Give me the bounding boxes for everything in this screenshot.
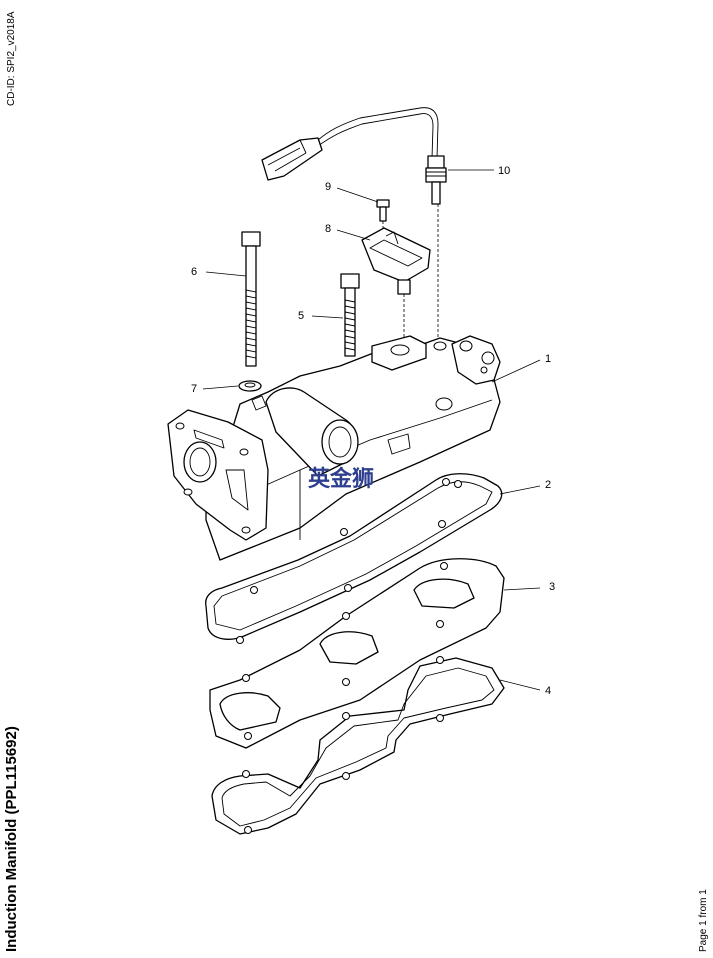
callout-3: 3 <box>503 581 555 593</box>
svg-text:3: 3 <box>549 581 555 593</box>
callout-2: 2 <box>499 479 551 495</box>
svg-text:6: 6 <box>191 266 197 278</box>
callout-10: 10 <box>448 165 510 177</box>
callout-7: 7 <box>191 383 239 395</box>
callout-9: 9 <box>325 181 379 203</box>
svg-text:9: 9 <box>325 181 331 193</box>
svg-text:1: 1 <box>545 353 551 365</box>
part-7-washer <box>238 380 262 392</box>
part-4-gasket <box>211 656 505 835</box>
svg-text:10: 10 <box>498 165 510 177</box>
svg-text:4: 4 <box>545 685 551 697</box>
part-8-map-sensor <box>361 204 439 340</box>
part-3-spacer-plate <box>209 558 505 749</box>
svg-text:5: 5 <box>298 310 304 322</box>
callout-4: 4 <box>499 679 551 697</box>
watermark-text: 英金狮 <box>308 466 374 492</box>
callout-5: 5 <box>298 310 344 322</box>
part-5-bolt <box>340 273 360 357</box>
part-2-gasket <box>205 473 503 644</box>
part-6-long-bolt <box>241 231 261 367</box>
svg-text:8: 8 <box>325 223 331 235</box>
svg-text:2: 2 <box>545 479 551 491</box>
part-10-temperature-sensor <box>261 107 447 205</box>
part-1-induction-manifold <box>167 335 501 561</box>
callout-6: 6 <box>191 266 247 278</box>
callout-8: 8 <box>325 223 371 241</box>
callout-1: 1 <box>491 353 551 383</box>
svg-text:7: 7 <box>191 383 197 395</box>
